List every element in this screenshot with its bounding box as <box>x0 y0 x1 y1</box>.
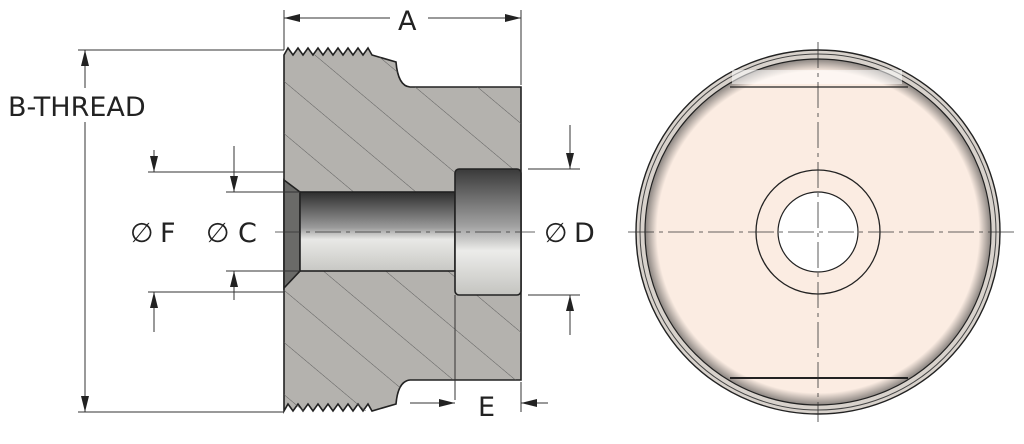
diameter-symbol-d: ∅ <box>544 218 568 249</box>
dimension-d: ∅ D <box>528 125 595 335</box>
label-c: C <box>238 218 257 249</box>
label-e: E <box>478 392 495 423</box>
end-view <box>628 42 1018 422</box>
dimension-f: ∅ F <box>130 150 284 332</box>
label-f: F <box>160 218 176 249</box>
label-d: D <box>574 218 595 249</box>
chamfer <box>283 178 301 291</box>
dimension-c: ∅ C <box>206 146 300 300</box>
bore-c <box>299 191 456 272</box>
section-view <box>275 46 535 415</box>
dimension-b-thread: B-THREAD <box>4 49 284 413</box>
dimension-a: A <box>283 6 522 85</box>
label-b-thread: B-THREAD <box>8 92 146 123</box>
dimension-e: E <box>410 382 548 423</box>
hole-circle <box>777 191 859 273</box>
diameter-symbol-c: ∅ <box>206 218 230 249</box>
diameter-symbol-f: ∅ <box>130 218 154 249</box>
label-a: A <box>398 6 417 37</box>
